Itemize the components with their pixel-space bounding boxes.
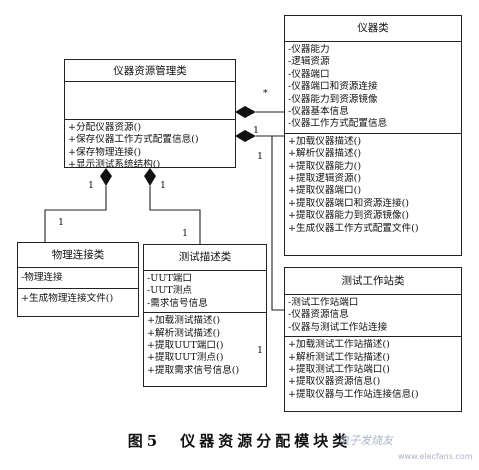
method-row: +解析仪器描述()	[288, 148, 362, 160]
method-row: +加载仪器描述()	[288, 135, 362, 147]
attribute-section: -仪器能力-逻辑资源-仪器端口-仪器端口和资源连接-仪器能力到资源镜像-仪器基本…	[285, 42, 461, 134]
watermark-url: www.elecfans.com	[398, 452, 473, 461]
method-row: +提取逻辑资源()	[288, 173, 362, 185]
multiplicity-label: 1	[182, 228, 189, 239]
attribute-row: -仪器工作方式配置信息	[288, 118, 388, 130]
attribute-row: -仪器能力到资源镜像	[288, 93, 378, 105]
method-row: +提取需求信号信息()	[147, 364, 240, 376]
method-section: +加载测试工作站描述()+解析测试工作站描述()+提取测试工作站端口()+提取仪…	[285, 337, 461, 403]
class-testdesc: 测试描述类 -UUT端口-UUT测点-需求信号信息 +加载测试描述()+解析测试…	[143, 244, 267, 387]
multiplicity-label: 1	[253, 125, 260, 136]
attribute-row: -仪器能力	[288, 44, 330, 55]
attribute-row: -UUT测点	[147, 285, 192, 297]
method-row: +保存物理连接()	[68, 146, 142, 158]
method-row: +提取仪器与工作站连接信息()	[288, 388, 419, 400]
multiplicity-label: 1	[58, 217, 65, 228]
method-row: +解析测试描述()	[147, 327, 221, 339]
method-section: +分配仪器资源()+保存仪器工作方式配置信息()+保存物理连接()+显示测试系统…	[65, 120, 235, 174]
attribute-row: -需求信号信息	[147, 297, 208, 309]
link-manager-testdesc	[149, 186, 201, 244]
composition-diamond	[235, 106, 256, 118]
attribute-row: -物理连接	[21, 272, 63, 283]
method-row: +提取测试工作站端口()	[288, 364, 390, 376]
attribute-row: -仪器与测试工作站连接	[288, 321, 388, 333]
method-section: +生成物理连接文件()	[18, 289, 138, 309]
multiplicity-label: 1	[257, 345, 264, 356]
method-row: +加载测试工作站描述()	[288, 339, 390, 351]
method-row: +提取仪器能力到资源镜像()	[288, 210, 410, 222]
method-row: +提取UUT端口()	[147, 340, 224, 352]
method-row: +提取仪器能力()	[288, 160, 362, 172]
method-row: +分配仪器资源()	[68, 122, 142, 133]
class-name: 测试描述类	[144, 245, 266, 271]
method-row: +解析测试工作站描述()	[288, 351, 390, 363]
attribute-row: -UUT端口	[147, 273, 192, 284]
method-row: +生成物理连接文件()	[21, 293, 114, 305]
multiplicity-label: *	[263, 88, 268, 99]
method-row: +保存仪器工作方式配置信息()	[68, 134, 199, 146]
attribute-row: -仪器资源信息	[288, 309, 349, 321]
method-row: +生成仪器工作方式配置文件()	[288, 222, 419, 234]
method-row: +加载测试描述()	[147, 315, 221, 327]
attribute-section	[65, 82, 235, 120]
multiplicity-label: 1	[88, 180, 95, 191]
attribute-row: -测试工作站端口	[288, 297, 359, 308]
attribute-row: -仪器端口	[288, 68, 330, 80]
multiplicity-label: 1	[160, 180, 167, 191]
class-name: 仪器类	[285, 16, 461, 42]
attribute-section: -测试工作站端口-仪器资源信息-仪器与测试工作站连接	[285, 295, 461, 338]
class-instrument: 仪器类 -仪器能力-逻辑资源-仪器端口-仪器端口和资源连接-仪器能力到资源镜像-…	[284, 15, 462, 256]
method-row: +提取仪器端口和资源连接()	[288, 197, 410, 209]
method-row: +提取UUT测点()	[147, 352, 224, 364]
class-physical: 物理连接类 -物理连接 +生成物理连接文件()	[17, 242, 139, 317]
attribute-row: -逻辑资源	[288, 56, 330, 68]
figure-caption: 图5 仪器资源分配模块类	[127, 432, 352, 450]
method-row: +提取仪器资源信息()	[288, 376, 381, 388]
method-section: +加载仪器描述()+解析仪器描述()+提取仪器能力()+提取逻辑资源()+提取仪…	[285, 134, 461, 237]
class-manager: 仪器资源管理类 +分配仪器资源()+保存仪器工作方式配置信息()+保存物理连接(…	[64, 59, 236, 170]
multiplicity-label: 1	[257, 151, 264, 162]
attribute-section: -UUT端口-UUT测点-需求信号信息	[144, 271, 266, 314]
link-manager-physical	[44, 186, 107, 242]
attribute-row: -仪器基本信息	[288, 106, 349, 118]
class-station: 测试工作站类 -测试工作站端口-仪器资源信息-仪器与测试工作站连接 +加载测试工…	[284, 267, 462, 412]
class-name: 测试工作站类	[285, 268, 461, 295]
method-row: +显示测试系统结构()	[68, 159, 161, 171]
watermark: 电子发烧友	[338, 434, 393, 447]
method-section: +加载测试描述()+解析测试描述()+提取UUT端口()+提取UUT测点()+提…	[144, 313, 266, 379]
class-name: 物理连接类	[18, 243, 138, 268]
method-row: +提取仪器端口()	[288, 185, 362, 197]
attribute-row: -仪器端口和资源连接	[288, 81, 378, 93]
class-name: 仪器资源管理类	[65, 60, 235, 82]
attribute-section: -物理连接	[18, 268, 138, 290]
